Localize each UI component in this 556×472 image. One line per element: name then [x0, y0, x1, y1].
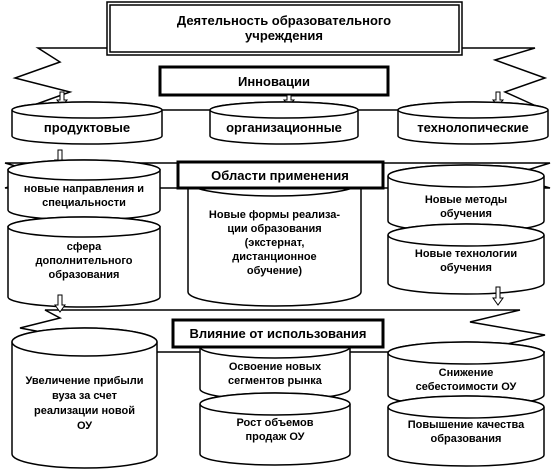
- arrows-to-influence: [54, 286, 504, 313]
- influence-label: Влияние от использования: [189, 326, 366, 341]
- arrow-right-to-influence: [492, 286, 504, 306]
- title-line-1: Деятельность образовательного: [177, 13, 391, 28]
- type-product-cylinder: продуктовые: [11, 101, 163, 145]
- type-product-cylinder-label: продуктовые: [44, 120, 130, 135]
- areas-box: Области применения: [176, 160, 385, 190]
- type-organizational-cylinder-label: организационные: [226, 120, 342, 135]
- areas-label: Области применения: [211, 168, 349, 183]
- innovations-label: Инновации: [238, 74, 310, 89]
- type-technological-cylinder-label: технолопические: [417, 120, 529, 135]
- type-technological-cylinder: технолопические: [397, 101, 549, 145]
- type-organizational-cylinder: организационные: [209, 101, 359, 145]
- title-line-2: учреждения: [245, 28, 323, 43]
- area-new-forms-cylinder-label: Новые формы реализа-ции образования(экст…: [209, 209, 340, 277]
- arrow-left-to-influence: [54, 294, 66, 313]
- innovations-box: Инновации: [158, 65, 390, 97]
- influence-box: Влияние от использования: [171, 318, 385, 349]
